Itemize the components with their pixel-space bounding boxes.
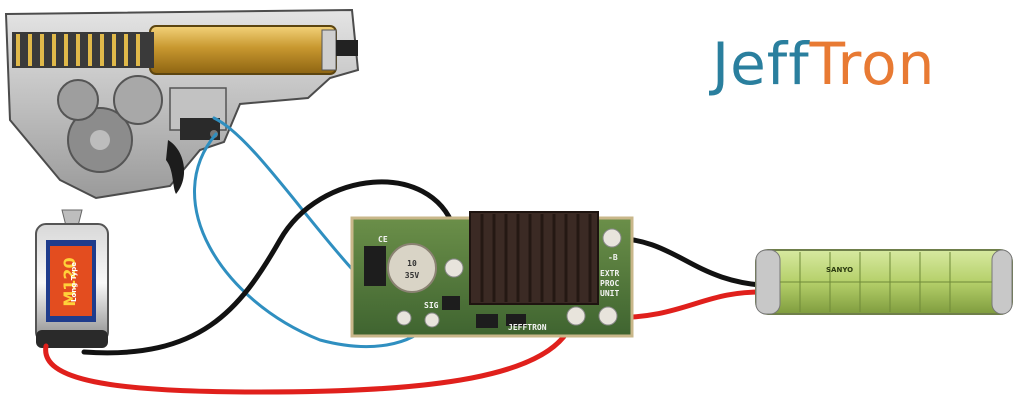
sig-label: SIG — [424, 301, 439, 310]
battery-brand-label: SANYO — [826, 266, 853, 274]
capacitor-voltage: 35V — [405, 271, 420, 280]
logo-text: JeffTron — [712, 24, 935, 104]
logo-tron: Tron — [809, 30, 936, 98]
motor: M120 Long Type — [35, 209, 109, 348]
pcb-extra-label-2: PROC — [600, 279, 619, 288]
battery-pack: SANYO — [755, 249, 1013, 315]
capacitor-value: 10 — [407, 259, 417, 268]
gearbox — [4, 8, 360, 200]
logo-jeff: Jeff — [712, 30, 810, 98]
pad-minus-b-label: -B — [608, 253, 618, 262]
motor-label: M120 — [60, 257, 79, 306]
pcb-extra-label-1: EXTR — [600, 269, 619, 278]
pcb-board: 10 35V CE -B EXTR PROC UNIT SIG JEFFTRON — [350, 211, 634, 338]
pcb-extra-label-3: UNIT — [600, 289, 619, 298]
motor-sub-label: Long Type — [70, 262, 78, 302]
ce-label: CE — [378, 235, 388, 244]
jefftron-logo: JeffTron — [712, 24, 1012, 114]
pcb-brand-label: JEFFTRON — [508, 323, 547, 332]
